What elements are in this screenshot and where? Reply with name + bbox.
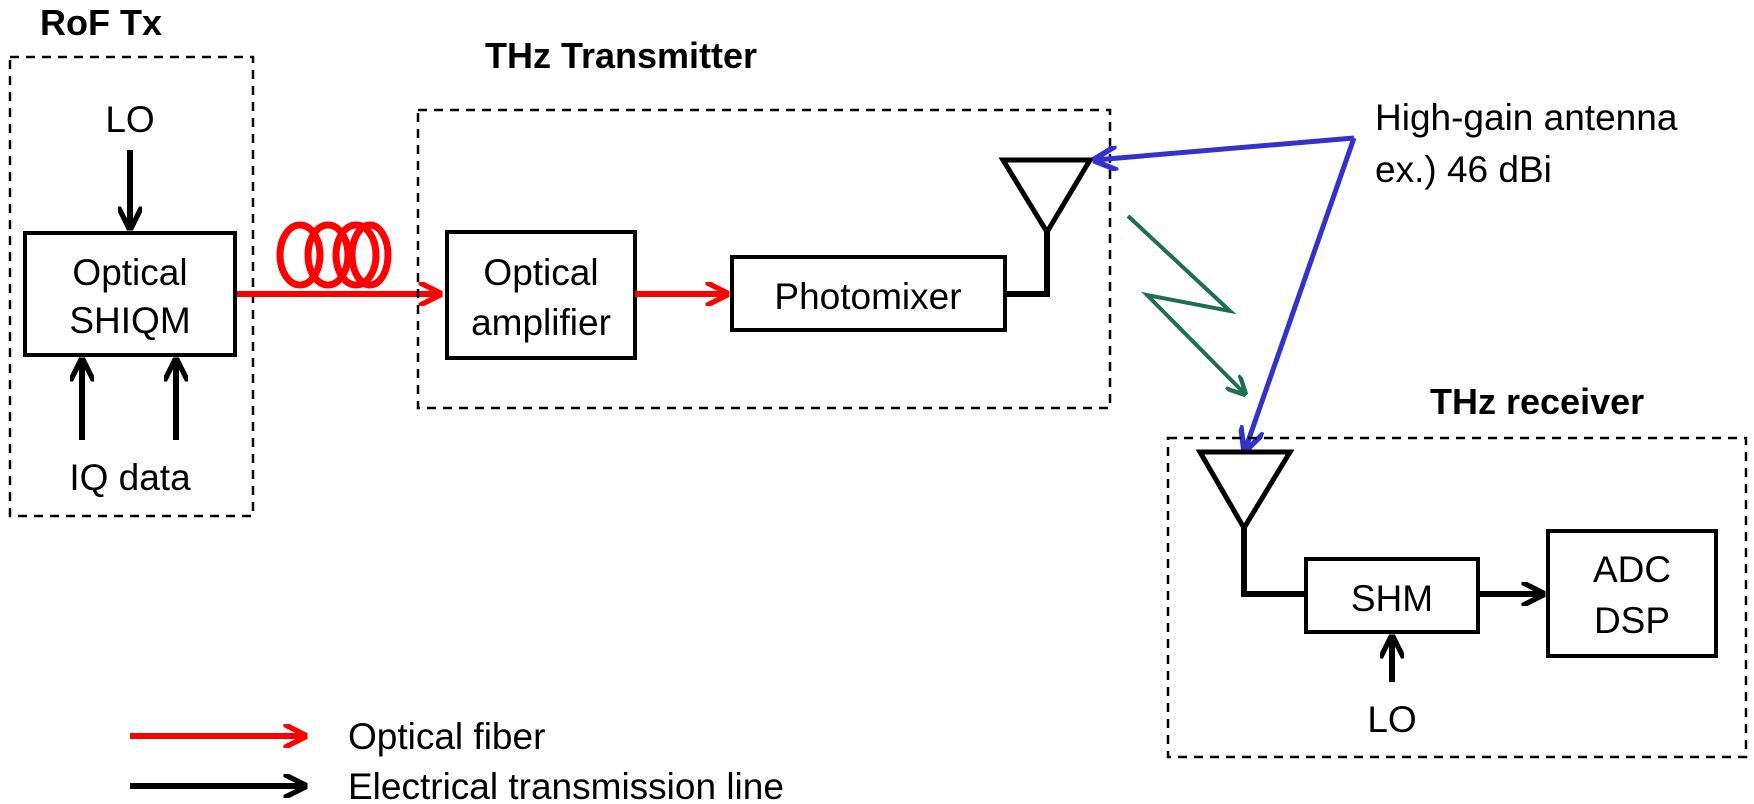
rof-tx-title: RoF Tx xyxy=(40,2,162,43)
thz-receiver-title: THz receiver xyxy=(1430,381,1644,422)
fiber-coil-icon xyxy=(276,221,392,289)
photomixer-to-antenna-wire xyxy=(1005,232,1050,297)
thz-transmitter-group: THz Transmitter Optical amplifier Photom… xyxy=(416,35,1112,410)
lo-rx-label: LO xyxy=(1367,699,1416,740)
antenna-note-line2: ex.) 46 dBi xyxy=(1375,149,1552,190)
tx-antenna-icon xyxy=(998,157,1095,237)
lo-tx-label: LO xyxy=(105,99,154,140)
antenna-note-line1: High-gain antenna xyxy=(1375,97,1678,138)
optical-shiqm-block xyxy=(23,231,237,357)
antenna-pointer-tx xyxy=(1095,135,1355,160)
shm-label: SHM xyxy=(1351,578,1433,619)
rof-tx-frame xyxy=(8,55,255,518)
antenna-to-shm-wire xyxy=(1241,528,1306,597)
legend-electrical-label: Electrical transmission line xyxy=(348,766,784,804)
legend: Optical fiber Electrical transmission li… xyxy=(130,716,784,804)
adc-dsp-label-line1: ADC xyxy=(1593,549,1671,590)
optical-fiber-link xyxy=(237,221,440,294)
thz-transmitter-frame xyxy=(416,108,1112,410)
legend-optical-label: Optical fiber xyxy=(348,716,545,757)
thz-receiver-frame xyxy=(1166,436,1748,759)
optical-amplifier-label-line1: Optical xyxy=(483,252,598,293)
optical-amplifier-label-line2: amplifier xyxy=(471,302,611,343)
rx-antenna-icon xyxy=(1195,449,1295,533)
adc-dsp-block xyxy=(1546,529,1718,658)
rof-tx-group: RoF Tx LO Optical SHIQM IQ data xyxy=(8,2,255,518)
optical-shiqm-label-line2: SHIQM xyxy=(69,300,190,341)
iq-data-label: IQ data xyxy=(69,457,191,498)
adc-dsp-label-line2: DSP xyxy=(1594,600,1670,641)
thz-transmitter-title: THz Transmitter xyxy=(485,35,757,76)
antenna-pointer-rx xyxy=(1245,137,1357,450)
thz-receiver-group: THz receiver SHM ADC DSP LO xyxy=(1166,381,1748,759)
wireless-link-arrow xyxy=(1126,214,1245,394)
photomixer-label: Photomixer xyxy=(774,276,961,317)
optical-amplifier-block xyxy=(445,230,637,360)
optical-shiqm-label-line1: Optical xyxy=(72,252,187,293)
